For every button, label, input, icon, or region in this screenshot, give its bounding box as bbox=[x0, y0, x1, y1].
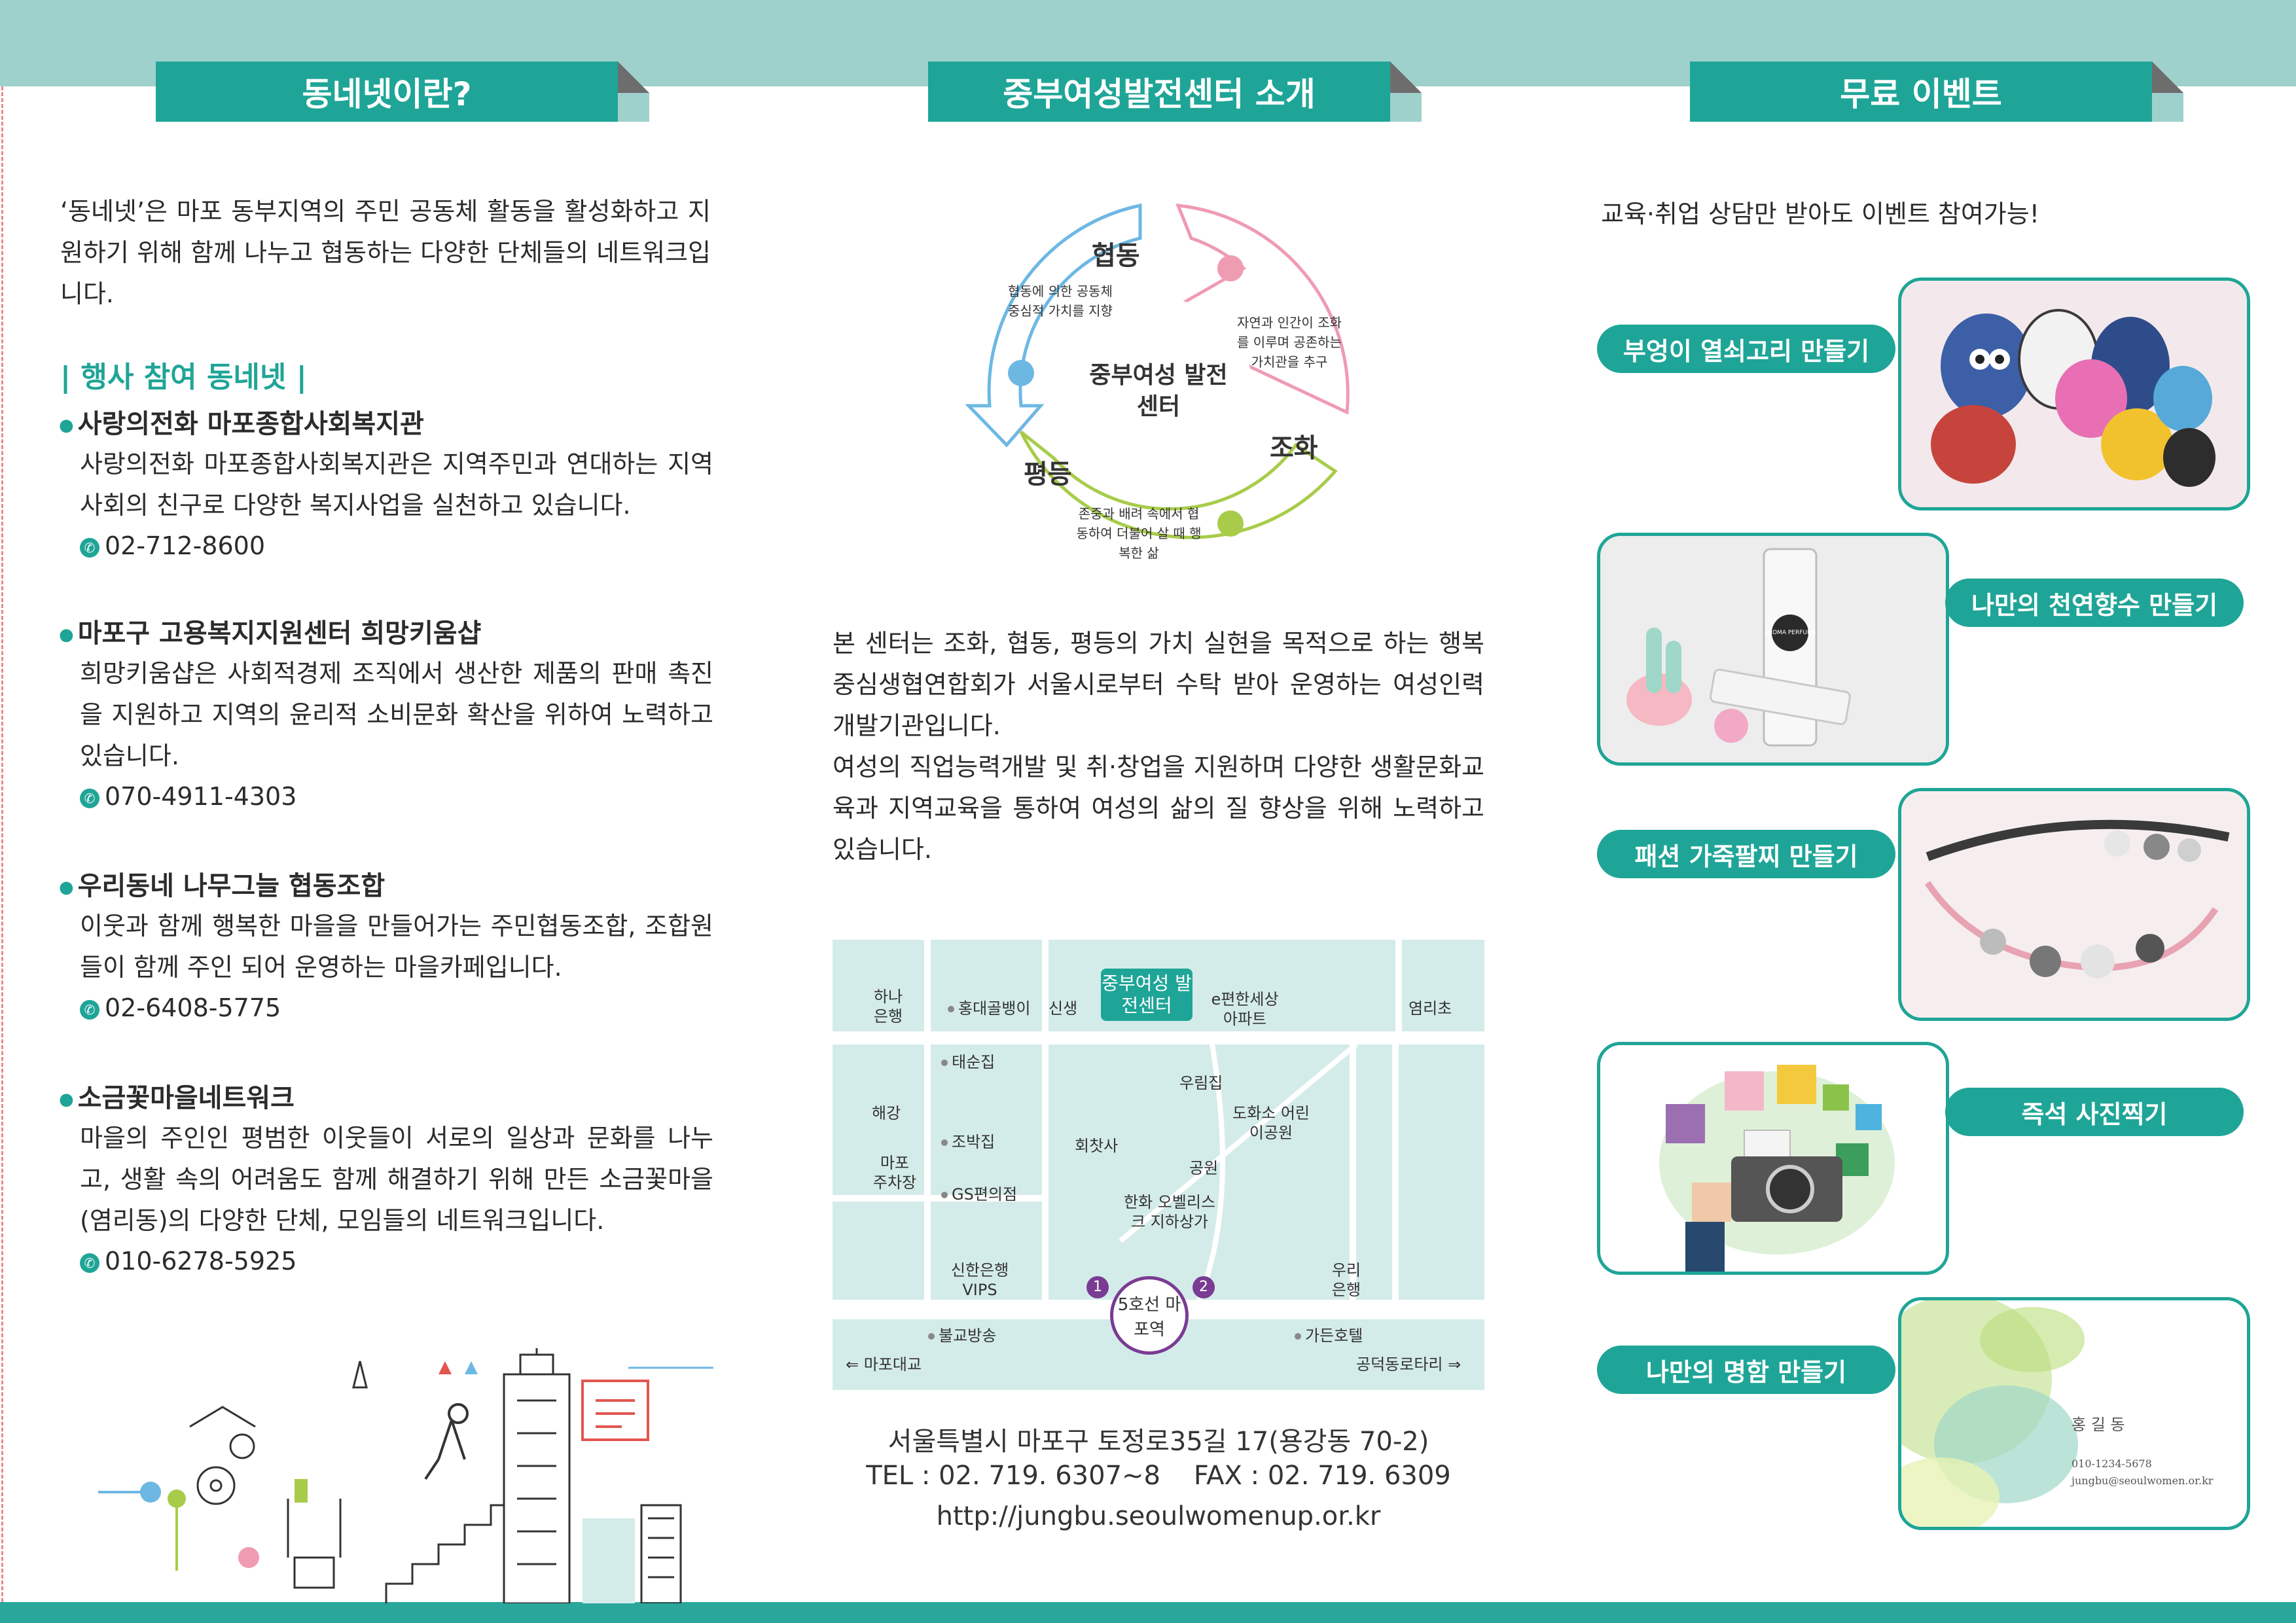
map-label: 공덕동로타리 ⇒ bbox=[1356, 1355, 1462, 1374]
header-center-intro: 중부여성발전센터 소개 bbox=[928, 62, 1422, 122]
event-business-card: 나만의 명함 만들기 bbox=[1597, 1346, 1895, 1394]
event-leather-bracelet: 패션 가죽팔찌 만들기 bbox=[1597, 830, 1895, 878]
instant-photo-image bbox=[1600, 1045, 1946, 1272]
dongnenet-intro: ‘동네넷’은 마포 동부지역의 주민 공동체 활동을 활성화하고 지원하기 위해… bbox=[60, 197, 711, 308]
map-label: 염리초 bbox=[1408, 999, 1452, 1018]
values-diagram bbox=[965, 203, 1350, 539]
org-phone: ✆010-6278-5925 bbox=[59, 1241, 713, 1281]
header-label: 중부여성발전센터 소개 bbox=[1003, 75, 1316, 113]
event-photo-instant bbox=[1597, 1042, 1949, 1275]
org-item: 소금꽃마을네트워크 마을의 주인인 평범한 이웃들이 서로의 일상과 문화를 나… bbox=[59, 1080, 713, 1281]
event-instant-photo: 즉석 사진찍기 bbox=[1945, 1088, 2244, 1136]
map-label: 공원 bbox=[1189, 1159, 1219, 1177]
org-name: 소금꽃마을네트워크 bbox=[59, 1080, 713, 1118]
card-email: jungbu@seoulwomen.or.kr bbox=[2072, 1474, 2214, 1487]
org-phone: ✆02-6408-5775 bbox=[59, 988, 713, 1027]
event-photo-business-card: 홍 길 동 010-1234-5678 jungbu@seoulwomen.or… bbox=[1898, 1297, 2250, 1530]
owl-keyring-image bbox=[1901, 281, 2247, 507]
map-label: 조박집 bbox=[937, 1132, 995, 1152]
city-illustration bbox=[98, 1348, 713, 1603]
event-owl-keyring: 부엉이 열쇠고리 만들기 bbox=[1597, 325, 1895, 373]
map-label: 회찻사 bbox=[1075, 1137, 1119, 1155]
phone-icon: ✆ bbox=[80, 537, 99, 558]
value-harmony-title: 조화 bbox=[1270, 433, 1318, 463]
map-roads bbox=[1119, 1042, 1399, 1301]
map-exit-1: 1 bbox=[1086, 1276, 1109, 1298]
map-label: 홍대골뱅이 bbox=[944, 999, 1030, 1018]
phone-icon: ✆ bbox=[80, 788, 99, 808]
map-station: 5호선 마포역 bbox=[1110, 1276, 1189, 1355]
event-eligibility: 교육·취업 상담만 받아도 이벤트 참여가능! bbox=[1601, 200, 2039, 228]
org-phone: ✆070-4911-4303 bbox=[59, 777, 713, 816]
map-label: 우림집 bbox=[1179, 1074, 1223, 1092]
center-intro-p2: 여성의 직업능력개발 및 취·창업을 지원하며 다양한 생활문화교육과 지역교육… bbox=[833, 753, 1484, 864]
event-natural-perfume: 나만의 천연향수 만들기 bbox=[1945, 579, 2244, 627]
website-link[interactable]: http://jungbu.seoulwomenup.or.kr bbox=[936, 1501, 1381, 1531]
center-intro: 본 센터는 조화, 협동, 평등의 가치 실현을 목적으로 하는 행복중심생협연… bbox=[833, 623, 1484, 870]
center-intro-p1: 본 센터는 조화, 협동, 평등의 가치 실현을 목적으로 하는 행복중심생협연… bbox=[833, 629, 1484, 740]
value-coop-desc: 협동에 의한 공동체 중심적 가치를 지향 bbox=[1008, 283, 1113, 319]
org-desc: 희망키움샵은 사회적경제 조직에서 생산한 제품의 판매 촉진을 지원하고 지역… bbox=[80, 659, 713, 770]
map-label: 우리 은행 bbox=[1331, 1261, 1361, 1299]
value-equality-desc: 존중과 배려 속에서 협동하여 더불어 살 때 행복한 삶 bbox=[1076, 506, 1202, 561]
event-photo-perfume: AROMA PERFUME bbox=[1597, 533, 1949, 766]
card-phone: 010-1234-5678 bbox=[2072, 1457, 2152, 1470]
org-desc: 사랑의전화 마포종합사회복지관은 지역주민과 연대하는 지역사회의 친구로 다양… bbox=[80, 450, 713, 520]
bottom-band bbox=[0, 1602, 2296, 1623]
map-label: 하나 은행 bbox=[873, 988, 903, 1026]
org-desc: 마을의 주인인 평범한 이웃들이 서로의 일상과 문화를 나누고, 생활 속의 … bbox=[80, 1124, 713, 1235]
map-label: GS편의점 bbox=[937, 1185, 1017, 1204]
header-label: 무료 이벤트 bbox=[1840, 75, 2002, 113]
org-name: 사랑의전화 마포종합사회복지관 bbox=[59, 406, 713, 444]
map-label: 한화 오벨리스크 지하상가 bbox=[1123, 1193, 1216, 1231]
header-dongnenet: 동네넷이란? bbox=[156, 62, 649, 122]
value-equality-title: 평등 bbox=[1024, 459, 1072, 490]
map-label: 마포 주차장 bbox=[872, 1154, 917, 1192]
map-label: 불교방송 bbox=[924, 1326, 996, 1346]
header-free-event: 무료 이벤트 bbox=[1690, 62, 2183, 122]
map-label: 신한은행 VIPS bbox=[950, 1261, 1009, 1299]
org-phone: ✆02-712-8600 bbox=[59, 526, 713, 565]
card-name: 홍 길 동 bbox=[2072, 1416, 2125, 1434]
map-exit-2: 2 bbox=[1193, 1276, 1215, 1298]
map-label: ⇐ 마포대교 bbox=[846, 1355, 922, 1374]
header-label: 동네넷이란? bbox=[302, 75, 472, 113]
perfume-image: AROMA PERFUME bbox=[1600, 536, 1946, 762]
map-label: 해강 bbox=[872, 1104, 901, 1122]
phone-icon: ✆ bbox=[80, 999, 99, 1020]
org-item: 우리동네 나무그늘 협동조합 이웃과 함께 행복한 마을을 만들어가는 주민협동… bbox=[59, 868, 713, 1027]
diagram-center: 중부여성 발전센터 bbox=[1089, 362, 1228, 420]
map-label: 도화소 어린이공원 bbox=[1232, 1104, 1310, 1142]
fold-line bbox=[1, 86, 3, 1602]
address: 서울특별시 마포구 토정로35길 17(용강동 70-2) bbox=[888, 1427, 1429, 1457]
map-label: 가든호텔 bbox=[1291, 1326, 1363, 1346]
map-label: 신생 bbox=[1049, 999, 1078, 1018]
map-label: e편한세상 아파트 bbox=[1211, 990, 1279, 1028]
bracelet-image bbox=[1901, 791, 2247, 1018]
org-desc: 이웃과 함께 행복한 마을을 만들어가는 주민협동조합, 조합원들이 함께 주인… bbox=[80, 912, 713, 982]
map-label: 태순집 bbox=[937, 1052, 995, 1072]
event-photo-owl bbox=[1898, 277, 2250, 510]
map-center: 중부여성 발전센터 bbox=[1101, 969, 1193, 1021]
org-name: 마포구 고용복지지원센터 희망키움샵 bbox=[59, 615, 713, 653]
phone-icon: ✆ bbox=[80, 1253, 99, 1273]
participants-subtitle: | 행사 참여 동네넷 | bbox=[60, 361, 307, 394]
value-coop-title: 협동 bbox=[1092, 241, 1140, 271]
watercolor-card-image bbox=[1901, 1300, 2247, 1527]
org-name: 우리동네 나무그늘 협동조합 bbox=[59, 868, 713, 906]
event-photo-bracelet bbox=[1898, 788, 2250, 1021]
org-item: 마포구 고용복지지원센터 희망키움샵 희망키움샵은 사회적경제 조직에서 생산한… bbox=[59, 615, 713, 816]
perfume-label: AROMA PERFUME bbox=[1765, 630, 1816, 636]
value-harmony-desc: 자연과 인간이 조화를 이루며 공존하는 가치관을 추구 bbox=[1237, 315, 1342, 370]
tel-fax: TEL : 02. 719. 6307~8 FAX : 02. 719. 630… bbox=[866, 1461, 1451, 1491]
org-item: 사랑의전화 마포종합사회복지관 사랑의전화 마포종합사회복지관은 지역주민과 연… bbox=[59, 406, 713, 565]
location-map: 중부여성 발전센터 하나 은행 홍대골뱅이 신생 e편한세상 아파트 염리초 태… bbox=[833, 940, 1484, 1390]
